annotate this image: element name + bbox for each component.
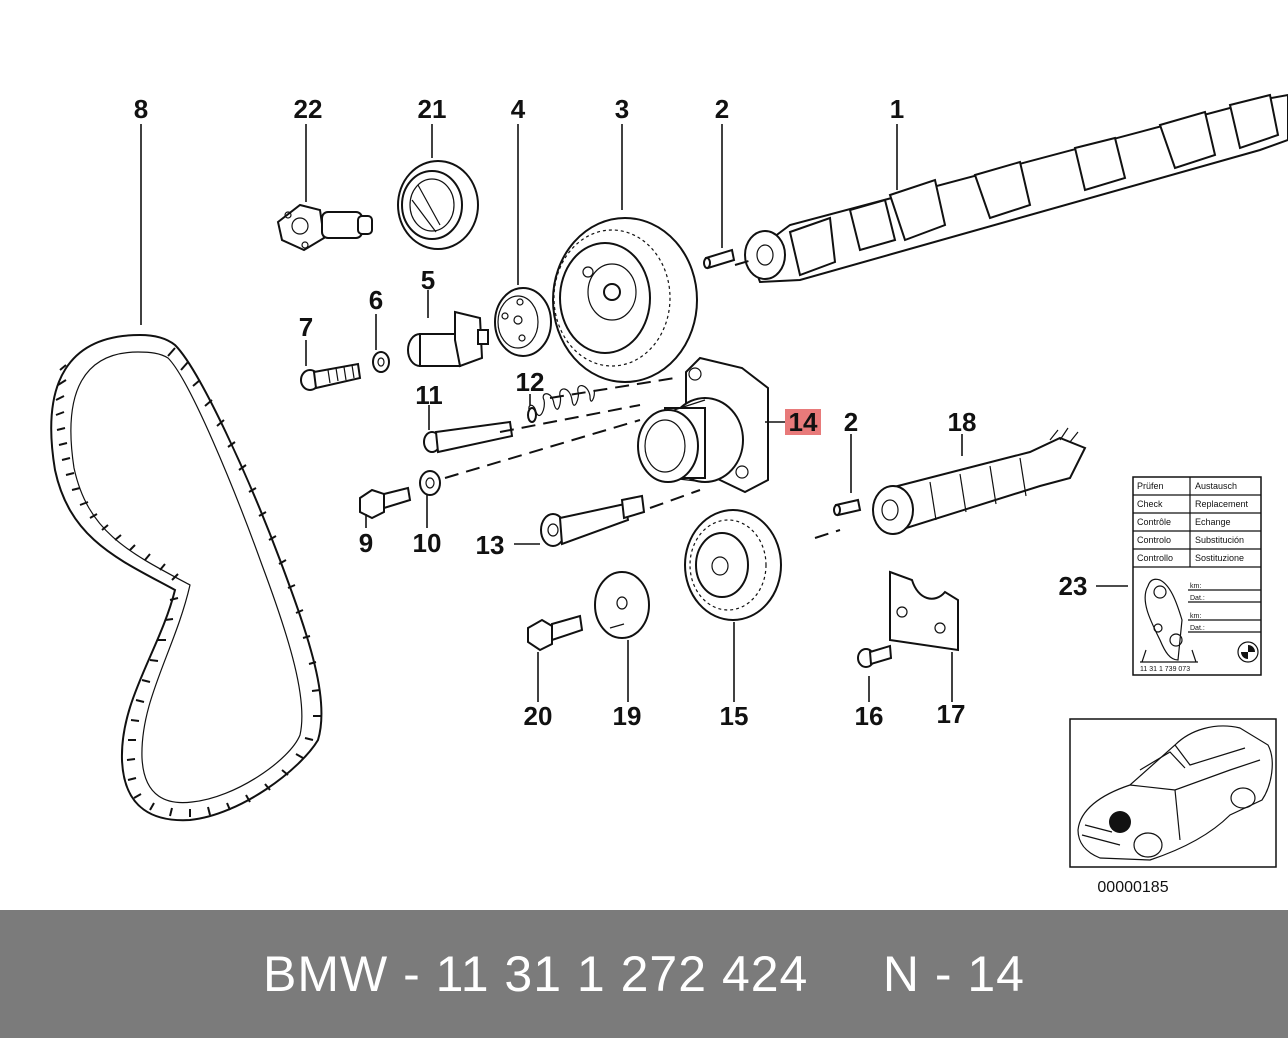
callout-3: 3: [615, 94, 629, 124]
intermediate-shaft-part-18: [872, 427, 1087, 535]
cap-part-21: [397, 160, 479, 250]
label-card-row-1-col-2: Austausch: [1195, 481, 1237, 491]
label-card-row-1-col-1: Prüfen: [1137, 481, 1164, 491]
service-label-part-23: Prüfen Austausch Check Replacement Contr…: [1132, 476, 1262, 676]
sensor-part-22: [276, 203, 373, 252]
label-card-row-4-col-2: Substitución: [1195, 535, 1244, 545]
callout-18: 18: [948, 407, 977, 437]
label-card-row-2-col-2: Replacement: [1195, 499, 1249, 509]
callout-7: 7: [299, 312, 313, 342]
callout-16: 16: [855, 701, 884, 731]
callout-2-upper: 2: [715, 94, 729, 124]
screw-part-16: [857, 644, 893, 668]
label-card-field-2: Dat.:: [1190, 595, 1205, 602]
label-card-field-4: Dat.:: [1190, 625, 1205, 632]
hex-bolt-part-9: [359, 486, 412, 520]
callout-12: 12: [516, 367, 545, 397]
washer-part-10: [419, 470, 441, 496]
assembly-lines: [444, 259, 841, 539]
callout-19: 19: [613, 701, 642, 731]
location-marker: [1109, 811, 1131, 833]
callout-4: 4: [511, 94, 526, 124]
callout-14: 14: [789, 407, 818, 437]
dowel-pin-part-2-upper: [703, 248, 736, 270]
label-card-part-number: 11 31 1 739 073: [1140, 666, 1190, 673]
callout-21: 21: [418, 94, 447, 124]
cover-plate-part-17: [889, 570, 959, 652]
callout-numbers: 8 22 21 4 3 2 1 5 6 7 11 12 14 2 18 9 10…: [134, 94, 1088, 731]
timing-belt-part-8: [50, 333, 323, 822]
callout-17: 17: [937, 699, 966, 729]
camshaft-part-1: [744, 93, 1288, 284]
callout-9: 9: [359, 528, 373, 558]
label-card-row-3-col-1: Contrôle: [1137, 517, 1171, 527]
footer-part-number-text: BMW - 11 31 1 272 424 N - 14: [263, 946, 1025, 1002]
callout-20: 20: [524, 701, 553, 731]
crank-sprocket-part-15: [684, 509, 782, 621]
tensioner-part-14: [637, 356, 769, 494]
stud-bolt-part-11: [423, 420, 514, 454]
dowel-pin-part-2-lower: [833, 498, 862, 517]
callout-2-lower: 2: [844, 407, 858, 437]
label-card-field-3: km:: [1190, 613, 1201, 620]
parts-diagram: 8 22 21 4 3 2 1 5 6 7 11 12 14 2 18 9 10…: [50, 93, 1288, 896]
label-card-row-2-col-1: Check: [1137, 499, 1163, 509]
vehicle-inset: [1069, 718, 1277, 868]
callout-13: 13: [476, 530, 505, 560]
label-card-row-5-col-1: Controllo: [1137, 553, 1173, 563]
hub-flange-part-4: [494, 287, 552, 357]
callout-10: 10: [413, 528, 442, 558]
callout-22: 22: [294, 94, 323, 124]
socket-bolt-part-7: [300, 362, 362, 391]
highlight-14: [785, 409, 821, 435]
callout-23: 23: [1059, 571, 1088, 601]
label-card-field-1: km:: [1190, 583, 1201, 590]
camshaft-sprocket-part-3: [552, 217, 698, 383]
stud-part-13: [540, 494, 646, 547]
callout-5: 5: [421, 265, 435, 295]
part-number-footer: BMW - 11 31 1 272 424 N - 14: [0, 910, 1288, 1038]
callout-6: 6: [369, 285, 383, 315]
eccentric-washer-part-19: [594, 571, 650, 639]
callout-8: 8: [134, 94, 148, 124]
callout-1: 1: [890, 94, 904, 124]
callout-15: 15: [720, 701, 749, 731]
label-card-row-5-col-2: Sostituzione: [1195, 553, 1244, 563]
flange-bolt-part-20: [527, 614, 584, 652]
inset-code: 00000185: [1097, 879, 1168, 896]
callout-11: 11: [415, 380, 443, 410]
bmw-roundel-logo: [1237, 641, 1259, 663]
label-card-row-3-col-2: Echange: [1195, 517, 1231, 527]
washer-part-6: [372, 351, 390, 373]
label-card-row-4-col-1: Controlo: [1137, 535, 1171, 545]
leader-lines: [140, 124, 1128, 702]
plug-part-5: [407, 310, 489, 368]
